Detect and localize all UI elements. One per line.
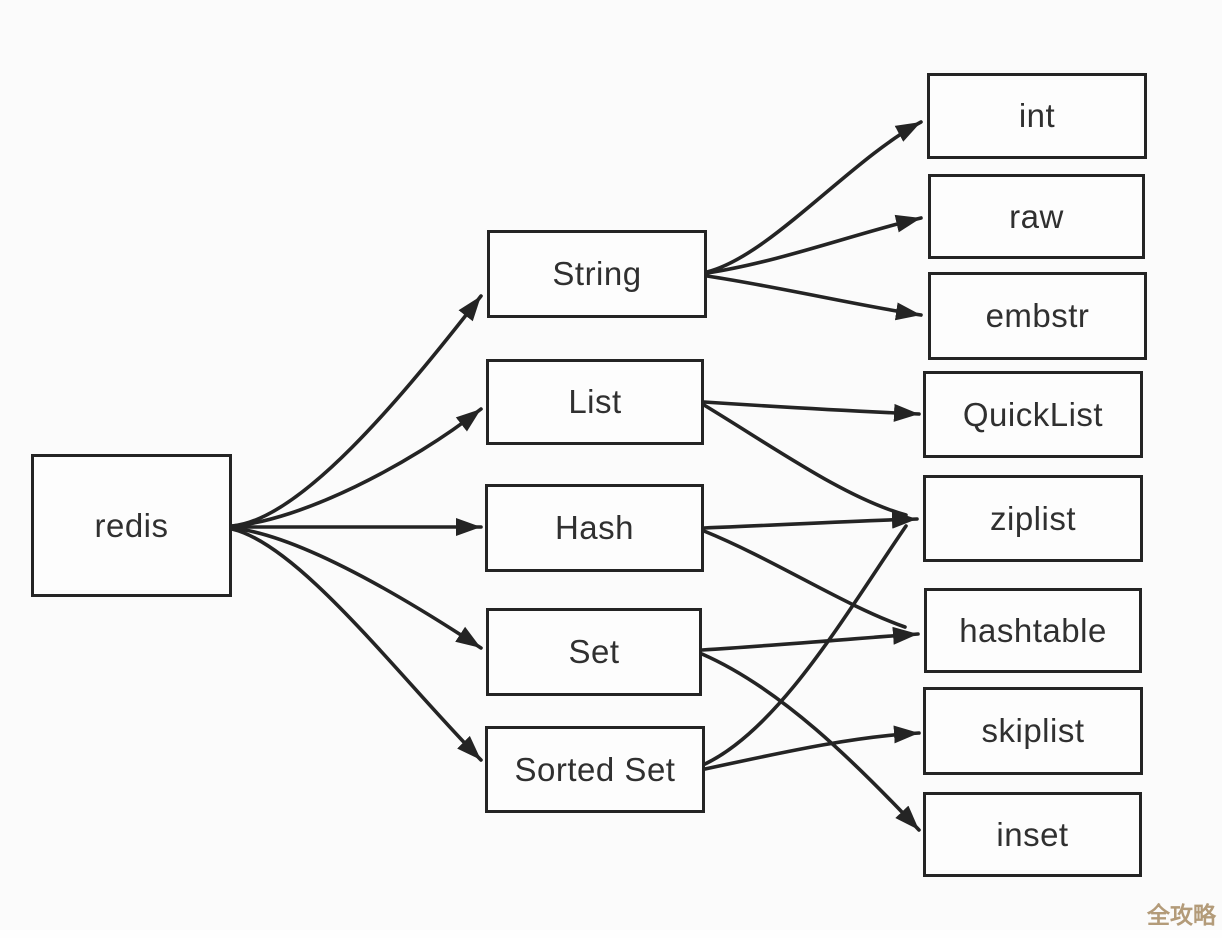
edge-redis-set: [230, 526, 483, 650]
node-int: int: [927, 73, 1147, 159]
node-hash: Hash: [485, 484, 704, 572]
node-hashtable: hashtable: [924, 588, 1142, 673]
node-list: List: [486, 359, 704, 445]
edge-string-raw: [705, 214, 923, 275]
edge-string-embstr: [705, 274, 923, 321]
node-quicklist: QuickList: [923, 371, 1143, 458]
edge-hash-ziplist: [702, 510, 919, 530]
edge-sorted-set-ziplist: [703, 524, 908, 766]
edge-redis-sorted-set: [230, 527, 483, 762]
edge-set-hashtable: [700, 626, 920, 652]
node-string: String: [487, 230, 707, 318]
node-sorted-set: Sorted Set: [485, 726, 705, 813]
node-inset: inset: [923, 792, 1142, 877]
edge-string-int: [705, 120, 923, 274]
node-set: Set: [486, 608, 702, 696]
node-raw: raw: [928, 174, 1145, 259]
edge-redis-list: [230, 407, 483, 528]
bottom-strip: [0, 930, 1222, 938]
edge-hash-hashtable: [702, 529, 907, 629]
edge-set-inset: [700, 652, 921, 832]
edge-sorted-set-skiplist: [703, 725, 921, 771]
edge-list-ziplist: [702, 403, 908, 517]
node-ziplist: ziplist: [923, 475, 1143, 562]
watermark: 全攻略: [1147, 902, 1216, 928]
edge-list-quicklist: [702, 400, 921, 422]
edge-redis-string: [230, 294, 483, 528]
node-skiplist: skiplist: [923, 687, 1143, 775]
node-embstr: embstr: [928, 272, 1147, 360]
node-redis: redis: [31, 454, 232, 597]
